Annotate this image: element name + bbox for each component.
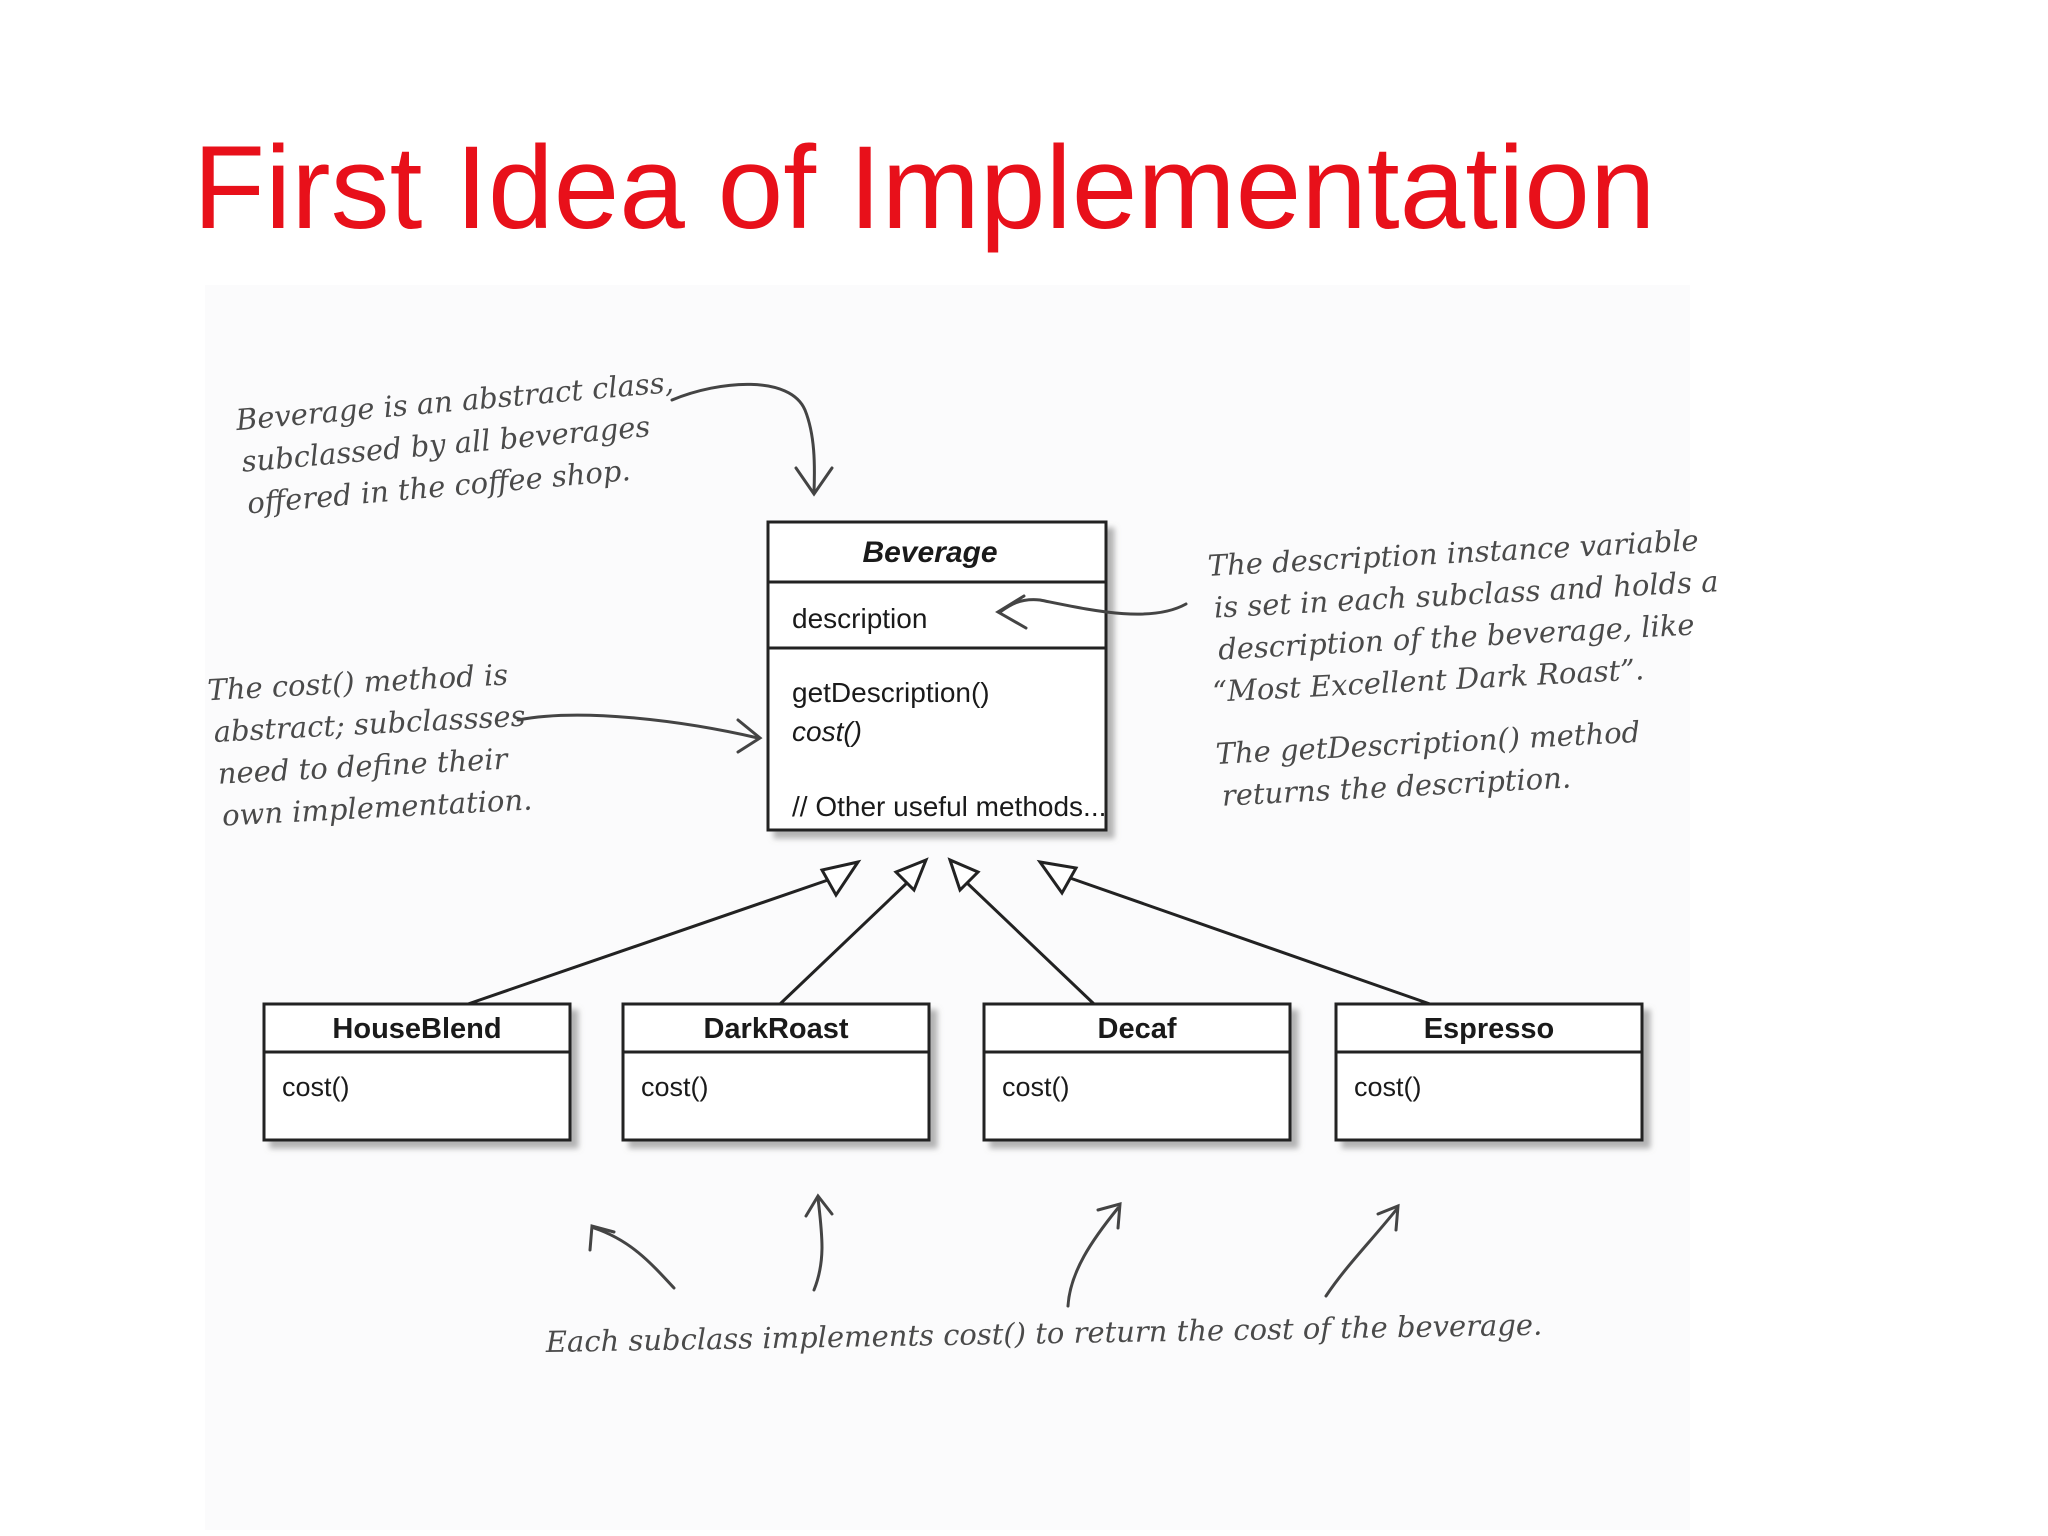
beverage-method-getdescription: getDescription() [792,677,990,708]
note-description-variable: The description instance variable is set… [1207,523,1719,709]
subclass-cost-arrows [588,1193,1400,1308]
espresso-method-cost: cost() [1354,1072,1422,1102]
beverage-methods-comment: // Other useful methods... [792,791,1106,822]
inheritance-arrow-decaf [947,857,1096,1006]
note-cost-method: The cost() method is abstract; subclasss… [207,657,533,832]
diagram-background [205,285,1690,1530]
decaf-class-name: Decaf [1098,1013,1177,1045]
note-cost-method-line-3: need to define their [217,742,510,791]
note-get-description: The getDescription() method returns the … [1215,715,1641,813]
decaf-class-box: Decaf cost() [982,1002,1292,1142]
note-description-variable-arrow [995,594,1188,630]
note-cost-method-line-2: abstract; subclassses [213,699,526,749]
darkroast-class-box: DarkRoast cost() [621,1002,931,1142]
note-cost-method-arrow [516,713,763,754]
houseblend-class-name: HouseBlend [332,1013,501,1045]
houseblend-class-box: HouseBlend cost() [262,1002,572,1142]
inheritance-arrow-darkroast [778,857,929,1006]
note-subclass-cost: Each subclass implements cost() to retur… [545,1308,1543,1359]
note-get-description-line-1: The getDescription() method [1215,715,1641,771]
beverage-class-box: Beverage description getDescription() co… [766,520,1108,832]
decaf-method-cost: cost() [1002,1072,1070,1102]
note-cost-method-line-1: The cost() method is [207,657,509,707]
espresso-class-box: Espresso cost() [1334,1002,1644,1142]
inheritance-arrow-houseblend [467,859,862,1006]
houseblend-method-cost: cost() [282,1072,350,1102]
darkroast-method-cost: cost() [641,1072,709,1102]
slide-title: First Idea of Implementation [193,122,1656,254]
note-get-description-line-2: returns the description. [1221,760,1572,812]
note-abstract-class: Beverage is an abstract class, subclasse… [234,365,675,520]
inheritance-arrow-espresso [1036,859,1431,1006]
beverage-class-name: Beverage [862,536,997,569]
darkroast-class-name: DarkRoast [703,1013,848,1045]
beverage-attribute-description: description [792,603,927,634]
espresso-class-name: Espresso [1424,1013,1555,1045]
beverage-method-cost: cost() [792,716,862,747]
note-cost-method-line-4: own implementation. [221,782,533,832]
note-abstract-class-arrow [670,382,834,497]
